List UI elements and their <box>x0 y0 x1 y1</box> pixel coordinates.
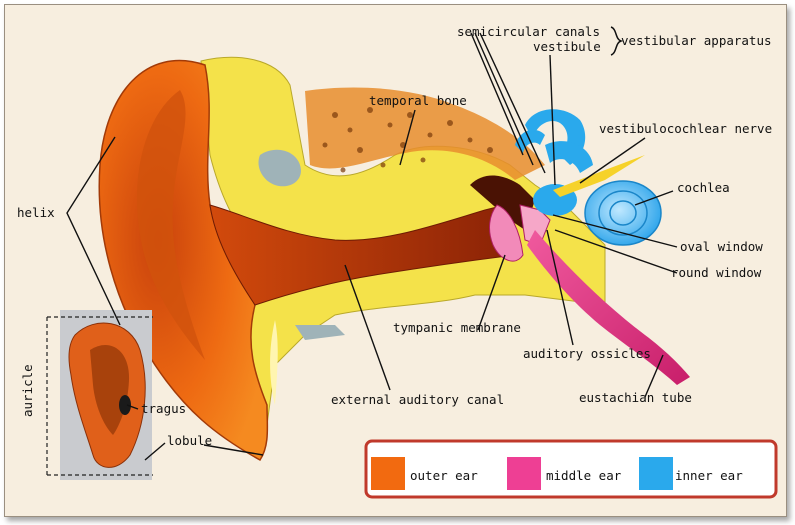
label-external-auditory-canal: external auditory canal <box>331 392 504 407</box>
label-oval-window: oval window <box>680 239 763 254</box>
legend-swatch-middle-ear <box>507 457 541 490</box>
auricle-inset <box>47 310 153 480</box>
label-auditory-ossicles: auditory ossicles <box>523 346 651 361</box>
label-tragus: tragus <box>141 401 186 416</box>
legend-swatch-outer-ear <box>371 457 405 490</box>
label-cochlea: cochlea <box>677 180 730 195</box>
label-temporal-bone: temporal bone <box>369 93 467 108</box>
legend-label-outer-ear: outer ear <box>410 468 478 483</box>
legend-label-middle-ear: middle ear <box>546 468 622 483</box>
diagram-canvas: semicircular canals vestibule vestibular… <box>5 5 786 516</box>
label-vestibular-apparatus: vestibular apparatus <box>621 33 772 48</box>
legend: outer ear middle ear inner ear <box>366 441 776 497</box>
label-vestibulocochlear-nerve: vestibulocochlear nerve <box>599 121 772 136</box>
legend-label-inner-ear: inner ear <box>675 468 743 483</box>
label-vestibule: vestibule <box>533 39 601 54</box>
label-round-window: round window <box>671 265 762 280</box>
label-lobule: lobule <box>167 433 212 448</box>
legend-swatch-inner-ear <box>639 457 673 490</box>
ear-anatomy-diagram: semicircular canals vestibule vestibular… <box>4 4 787 517</box>
label-semicircular-canals: semicircular canals <box>457 24 600 39</box>
label-auricle: auricle <box>20 364 35 417</box>
label-tympanic-membrane: tympanic membrane <box>393 320 521 335</box>
label-helix: helix <box>17 205 55 220</box>
label-eustachian-tube: eustachian tube <box>579 390 692 405</box>
